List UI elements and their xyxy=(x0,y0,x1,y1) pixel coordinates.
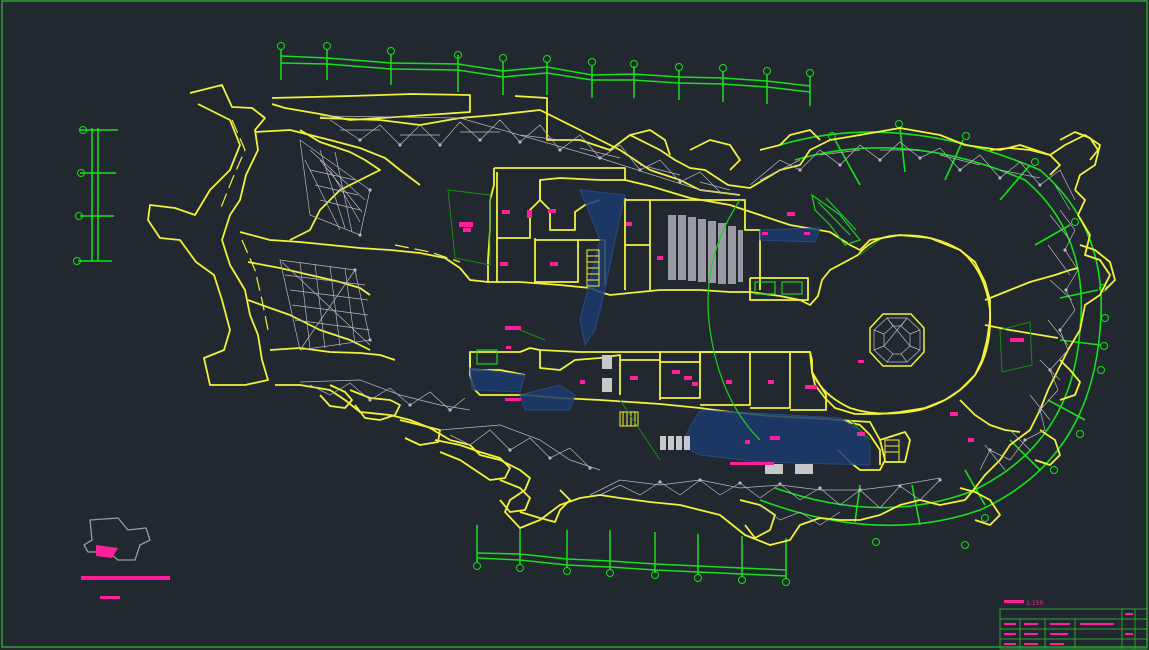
structure-nodes xyxy=(353,138,1068,492)
stair-fixtures xyxy=(602,355,813,474)
room-labels xyxy=(459,209,1024,465)
right-grid-bubbles xyxy=(828,120,1109,549)
bottom-grid-axis xyxy=(476,525,787,579)
building-outline xyxy=(147,84,1116,546)
top-grid-axis xyxy=(280,50,811,106)
left-grid-axis xyxy=(78,128,118,262)
octagon-icon xyxy=(869,313,925,367)
scale-label: 1:150 xyxy=(1026,600,1043,607)
space-frame-structure xyxy=(279,115,1079,526)
top-grid-bubbles xyxy=(277,42,814,77)
green-features xyxy=(476,193,862,441)
hall-inner-walls xyxy=(219,119,461,331)
yellow-stairs xyxy=(586,249,900,463)
thin-annotation-lines xyxy=(447,189,1033,461)
auditorium-seating xyxy=(668,215,743,284)
bottom-grid-bubbles xyxy=(473,562,790,586)
title-block xyxy=(999,608,1148,650)
title-block-text xyxy=(1004,600,1133,645)
left-grid-bubbles xyxy=(73,126,87,265)
key-plan-icon xyxy=(81,517,170,599)
